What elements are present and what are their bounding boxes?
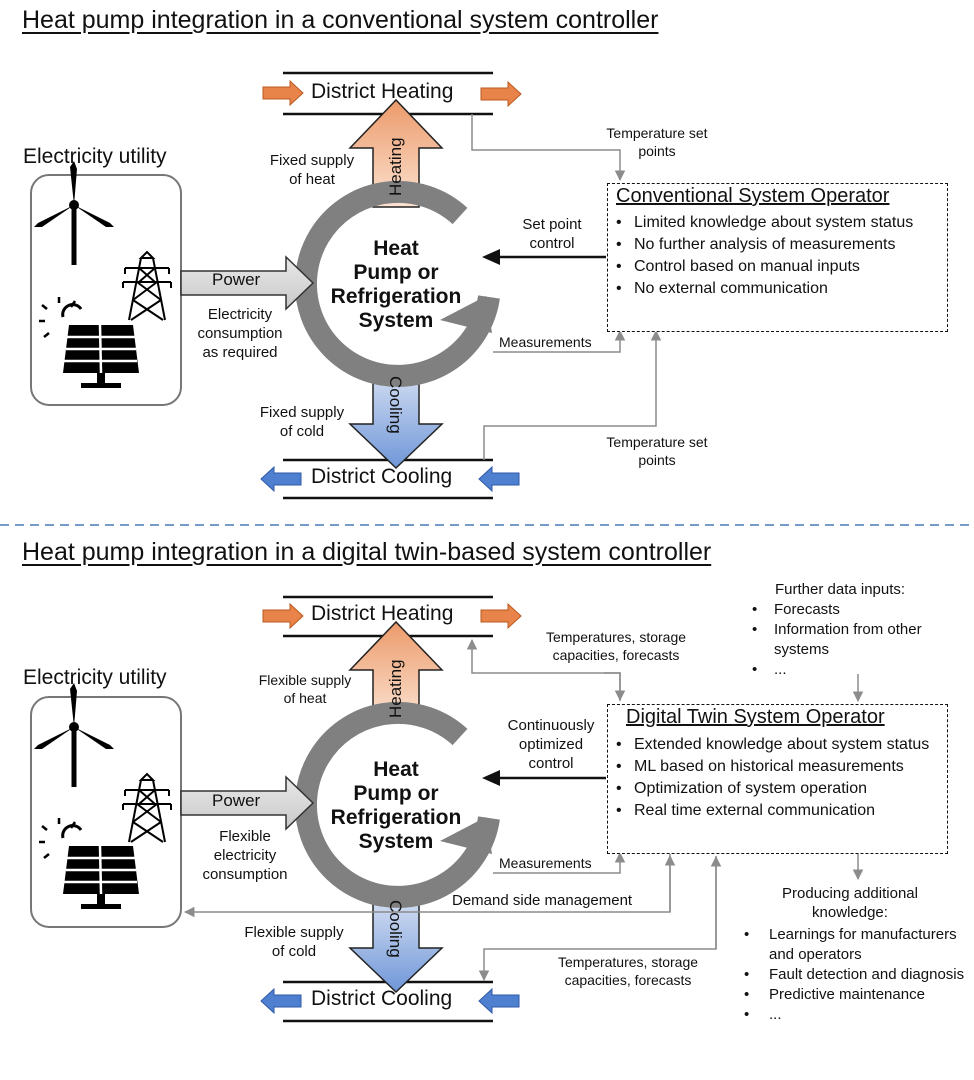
top-power-label: Power <box>212 270 261 289</box>
list-item: ML based on historical measurements <box>612 756 944 778</box>
top-measurements-label: Measurements <box>499 334 592 350</box>
list-item: Forecasts <box>748 600 948 620</box>
list-item: Information from other systems <box>748 620 948 660</box>
list-item: Learnings for manufacturers and operator… <box>740 925 965 965</box>
top-section-graphics <box>30 71 662 500</box>
bottom-district-cooling-label: District Cooling <box>311 987 453 1010</box>
top-district-cooling-label: District Cooling <box>311 465 453 488</box>
digital-twin-operator-title: Digital Twin System Operator <box>622 706 889 729</box>
list-item: No further analysis of measurements <box>612 234 944 256</box>
top-district-heating-label: District Heating <box>311 80 454 103</box>
bottom-district-heating-label: District Heating <box>311 602 454 625</box>
bottom-power-label: Power <box>212 791 261 810</box>
list-item: ... <box>748 660 948 680</box>
conventional-operator-title: Conventional System Operator <box>612 185 894 208</box>
list-item: Predictive maintenance <box>740 985 965 1005</box>
bottom-section-title: Heat pump integration in a digital twin-… <box>22 538 712 566</box>
digital-twin-operator-list: Extended knowledge about system status M… <box>612 734 944 822</box>
bottom-cooling-arrow-label: Cooling <box>386 900 405 958</box>
top-utility-label: Electricity utility <box>23 145 167 168</box>
bottom-utility-label: Electricity utility <box>23 666 167 689</box>
list-item: Real time external communication <box>612 800 944 822</box>
list-item: No external communication <box>612 278 944 300</box>
further-inputs-list: Forecasts Information from other systems… <box>748 600 948 680</box>
list-item: Extended knowledge about system status <box>612 734 944 756</box>
bottom-section-graphics <box>30 595 864 1023</box>
list-item: Control based on manual inputs <box>612 256 944 278</box>
list-item: Fault detection and diagnosis <box>740 965 965 985</box>
producing-knowledge-list: Learnings for manufacturers and operator… <box>740 925 965 1025</box>
bottom-heating-arrow-label: Heating <box>386 659 405 718</box>
top-heating-arrow-label: Heating <box>386 137 405 196</box>
further-inputs-title: Further data inputs: <box>775 581 906 598</box>
demand-side-management-label: Demand side management <box>452 892 633 909</box>
conventional-operator-list: Limited knowledge about system status No… <box>612 212 944 300</box>
list-item: ... <box>740 1005 965 1025</box>
top-section-title: Heat pump integration in a conventional … <box>22 6 659 34</box>
top-cooling-arrow-label: Cooling <box>386 376 405 434</box>
list-item: Optimization of system operation <box>612 778 944 800</box>
list-item: Limited knowledge about system status <box>612 212 944 234</box>
bottom-measurements-label: Measurements <box>499 855 592 871</box>
